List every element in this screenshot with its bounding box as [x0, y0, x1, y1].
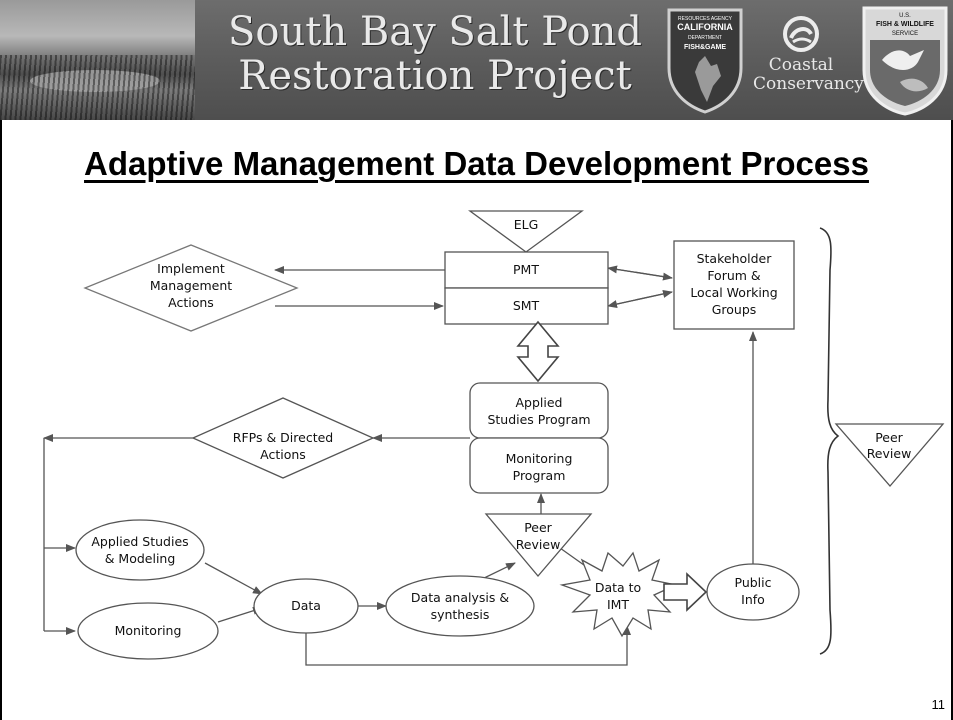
data-to-imt-starburst	[559, 551, 679, 638]
applied-program-line1: Applied	[516, 395, 563, 410]
implement-line2: Management	[150, 278, 232, 293]
pmt-box	[444, 251, 609, 289]
project-title: South Bay Salt Pond Restoration Project	[215, 10, 655, 98]
coastal-conservancy-mark-icon	[783, 16, 819, 52]
elg-triangle	[468, 210, 584, 253]
page-number: 11	[931, 697, 946, 712]
peer-review-right-line1: Peer	[875, 430, 903, 445]
coastal-conservancy-logo: Coastal Conservancy	[753, 12, 864, 112]
california-fish-game-badge-icon: RESOURCES AGENCY CALIFORNIA DEPARTMENT F…	[667, 8, 743, 114]
peer-review-center-triangle	[484, 513, 593, 578]
implement-diamond	[83, 244, 299, 332]
ca-badge-line4: FISH&GAME	[684, 44, 726, 51]
applied-modeling-line2: & Modeling	[105, 551, 176, 566]
fws-badge-line1: U.S.	[899, 13, 911, 19]
data-label: Data	[291, 598, 321, 613]
stakeholder-line2: Forum &	[707, 268, 761, 283]
public-info-line1: Public	[735, 575, 772, 590]
project-title-line2: Restoration Project	[238, 53, 632, 99]
data-analysis-line2: synthesis	[431, 607, 490, 622]
fws-badge-line3: SERVICE	[892, 31, 918, 37]
applied-modeling-ellipse	[75, 519, 205, 581]
peer-review-brace	[819, 227, 840, 655]
rfps-line1: RFPs & Directed	[233, 430, 333, 445]
implement-line3: Actions	[168, 295, 214, 310]
double-headed-arrow-icon	[516, 320, 560, 383]
data-to-imt-line1: Data to	[595, 580, 641, 595]
pmt-label: PMT	[513, 262, 539, 277]
slide-frame-right	[951, 120, 953, 720]
project-title-line1: South Bay Salt Pond	[228, 9, 642, 55]
stakeholder-line4: Groups	[712, 302, 757, 317]
implement-line1: Implement	[157, 261, 225, 276]
photo-grass	[0, 55, 195, 120]
public-info-ellipse	[706, 563, 800, 621]
cc-logo-line1: Coastal	[768, 55, 834, 75]
data-analysis-line1: Data analysis &	[411, 590, 509, 605]
applied-studies-program-box	[469, 382, 609, 439]
peer-review-right-line2: Review	[867, 446, 912, 461]
monitoring-program-line1: Monitoring	[506, 451, 573, 466]
arrow-stakeholder-to-smt	[607, 291, 673, 308]
ca-badge-line3: DEPARTMENT	[688, 35, 722, 41]
smt-box	[444, 287, 609, 325]
elg-label: ELG	[514, 217, 539, 232]
slide-title: Adaptive Management Data Development Pro…	[84, 145, 869, 182]
cc-logo-line2: Conservancy	[753, 74, 864, 94]
header-banner: South Bay Salt Pond Restoration Project …	[0, 0, 953, 120]
public-info-line2: Info	[741, 592, 765, 607]
monitoring-program-line2: Program	[513, 468, 566, 483]
rfps-diamond	[191, 397, 375, 479]
peer-review-center-line2: Review	[516, 537, 561, 552]
ca-badge-line1: RESOURCES AGENCY	[678, 16, 733, 22]
arrow-applied-to-data	[204, 562, 263, 595]
monitoring-ellipse	[77, 602, 219, 660]
fish-wildlife-service-badge-icon: U.S. FISH & WILDLIFE SERVICE	[862, 6, 948, 116]
data-ellipse	[253, 578, 359, 634]
data-to-imt-line2: IMT	[607, 597, 629, 612]
marsh-photo	[0, 0, 195, 120]
rfps-line2: Actions	[260, 447, 306, 462]
monitoring-label: Monitoring	[115, 623, 182, 638]
arrow-data-bypass-to-imt	[305, 625, 631, 666]
applied-program-line2: Studies Program	[487, 412, 590, 427]
hollow-arrow-imt-to-public-icon	[663, 572, 708, 612]
applied-modeling-line1: Applied Studies	[91, 534, 188, 549]
slide-frame-left	[0, 120, 2, 720]
stakeholder-line1: Stakeholder	[697, 251, 773, 266]
peer-review-center-line1: Peer	[524, 520, 552, 535]
fws-badge-line2: FISH & WILDLIFE	[876, 21, 934, 28]
stakeholder-box	[673, 240, 795, 330]
arrow-stakeholder-to-pmt	[607, 265, 673, 279]
peer-review-right-triangle	[834, 423, 945, 487]
stakeholder-line3: Local Working	[690, 285, 777, 300]
ca-badge-line2: CALIFORNIA	[677, 22, 733, 32]
data-analysis-ellipse	[385, 575, 535, 637]
monitoring-program-box	[469, 437, 609, 494]
smt-label: SMT	[513, 298, 540, 313]
